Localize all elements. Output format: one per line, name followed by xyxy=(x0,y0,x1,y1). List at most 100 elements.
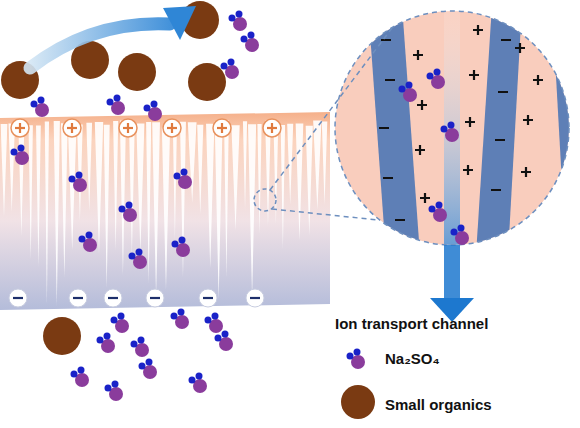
pore xyxy=(322,121,328,204)
pore xyxy=(120,120,126,275)
salt-molecule xyxy=(441,122,460,143)
positive-charge xyxy=(119,119,137,137)
charge-sign xyxy=(498,91,508,93)
positive-charge xyxy=(163,119,181,137)
sodium-ion xyxy=(229,15,236,22)
pore-wall xyxy=(476,5,522,255)
sodium-ion xyxy=(146,359,153,366)
salt-molecule xyxy=(347,349,366,370)
charge-sign xyxy=(13,297,23,299)
sodium-ion xyxy=(107,99,114,106)
charge-sign xyxy=(19,123,21,133)
surface-charges xyxy=(379,25,577,220)
pore xyxy=(1,124,8,217)
negative-charge xyxy=(104,289,122,307)
sodium-ion xyxy=(248,32,255,39)
charge-sign xyxy=(383,177,393,179)
sodium-ion xyxy=(104,333,111,340)
charge-sign xyxy=(527,115,529,125)
charge-sign xyxy=(519,43,521,53)
sodium-ion xyxy=(86,232,93,239)
pore xyxy=(206,124,214,269)
charge-sign xyxy=(477,25,479,35)
pore xyxy=(197,125,203,215)
charge-sign xyxy=(221,123,223,133)
sodium-ion xyxy=(427,73,434,80)
sodium-ion xyxy=(172,241,179,248)
charge-sign xyxy=(491,189,501,191)
sodium-ion xyxy=(215,335,222,342)
sodium-ion xyxy=(105,385,112,392)
negative-charge xyxy=(69,289,87,307)
salt-molecule xyxy=(107,95,126,116)
sodium-ion xyxy=(399,86,406,93)
charge-sign xyxy=(495,139,505,141)
sodium-ion xyxy=(178,309,185,316)
sodium-ion xyxy=(11,149,18,156)
pore xyxy=(104,125,110,288)
negative-charge xyxy=(199,289,217,307)
pore xyxy=(8,124,15,213)
sodium-ion xyxy=(347,353,354,360)
sodium-ion xyxy=(441,126,448,133)
charge-sign xyxy=(395,219,405,221)
salt-molecule xyxy=(79,232,98,253)
sodium-ion xyxy=(138,337,145,344)
salt-molecule xyxy=(139,359,158,380)
transport-arrow-shaft xyxy=(444,245,460,300)
salt-molecule xyxy=(241,32,260,53)
sodium-ion xyxy=(31,101,38,108)
salt-molecule xyxy=(69,172,88,193)
pore xyxy=(152,122,160,296)
sodium-ion xyxy=(131,341,138,348)
sodium-ion xyxy=(171,313,178,320)
sodium-ion xyxy=(212,313,219,320)
sodium-ion xyxy=(236,11,243,18)
sodium-ion xyxy=(76,172,83,179)
transport-arrow-shaft xyxy=(444,10,460,302)
sodium-ion xyxy=(136,249,143,256)
sodium-ion xyxy=(406,82,413,89)
pore xyxy=(188,122,197,203)
pore xyxy=(224,120,229,278)
sodium-ion xyxy=(79,236,86,243)
pore xyxy=(61,123,68,277)
pore-wall xyxy=(368,5,420,255)
zoom-leader xyxy=(272,209,378,220)
pore xyxy=(36,125,41,267)
pore xyxy=(306,126,313,235)
sodium-ion xyxy=(354,349,361,356)
salt-molecule xyxy=(215,331,234,352)
pore xyxy=(243,121,247,210)
charge-sign xyxy=(417,50,419,60)
salt-molecule xyxy=(119,202,138,223)
sodium-ion xyxy=(205,317,212,324)
sodium-ion xyxy=(114,95,121,102)
pore xyxy=(136,124,144,254)
sodium-ion xyxy=(241,36,248,43)
charge-sign xyxy=(381,39,391,41)
sodium-ion xyxy=(181,169,188,176)
charge-sign xyxy=(379,127,389,129)
charge-sign xyxy=(108,297,118,299)
negative-charge xyxy=(9,289,27,307)
sodium-ion xyxy=(228,59,235,66)
sodium-ion xyxy=(97,337,104,344)
sodium-ion xyxy=(448,122,455,129)
zoom-source xyxy=(254,189,276,211)
sodium-ion xyxy=(174,173,181,180)
rejection-arrow xyxy=(30,24,170,68)
salt-molecule xyxy=(111,313,130,334)
pore xyxy=(18,125,24,236)
legend-sample xyxy=(347,349,366,370)
charge-sign xyxy=(467,165,469,175)
pore xyxy=(113,121,118,251)
salt-molecule xyxy=(221,59,240,80)
positive-charge xyxy=(11,119,29,137)
pore-wall xyxy=(552,5,580,255)
charge-sign xyxy=(150,297,160,299)
sodium-ion xyxy=(221,63,228,70)
sodium-ion xyxy=(111,317,118,324)
charge-sign xyxy=(71,123,73,133)
salt-molecule xyxy=(205,313,224,334)
